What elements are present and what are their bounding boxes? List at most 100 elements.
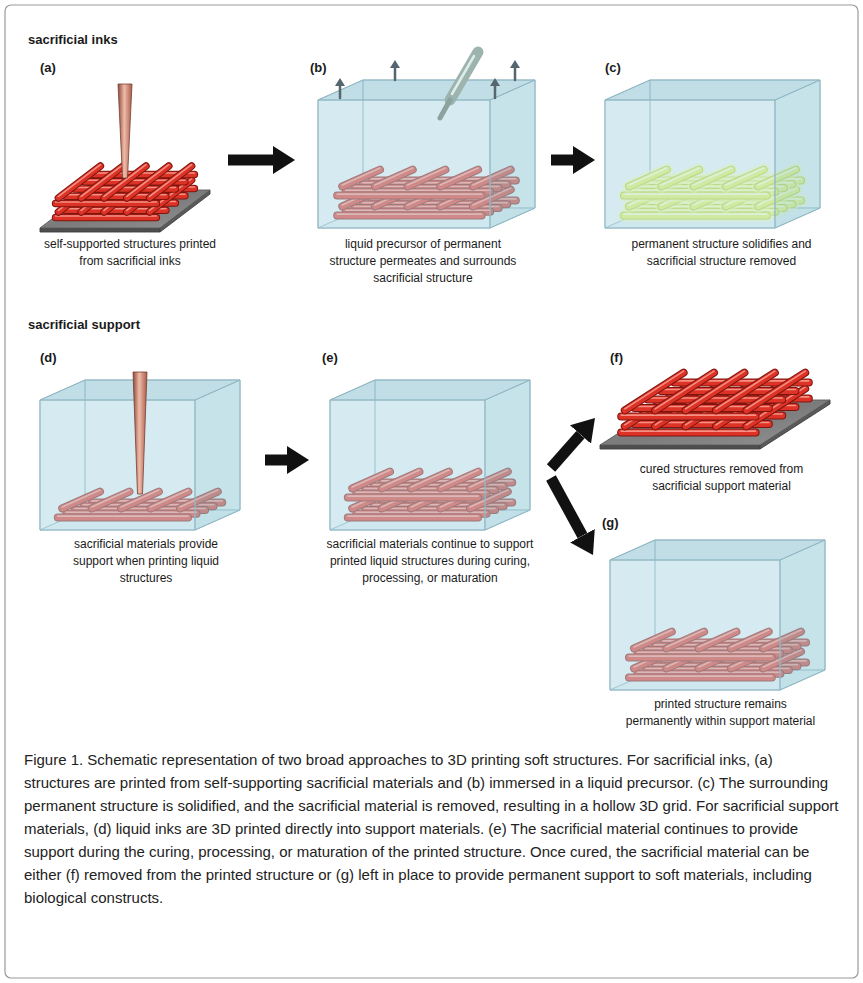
support-bath-front xyxy=(605,100,775,228)
rod-outline xyxy=(716,373,775,411)
rod-highlight xyxy=(150,165,192,197)
print-nozzle xyxy=(118,84,132,178)
printed-rod xyxy=(81,166,123,198)
rod-highlight xyxy=(621,414,755,416)
support-bath-front xyxy=(40,400,195,530)
support-bath-front xyxy=(318,100,490,228)
support-bath-side xyxy=(490,80,535,228)
rod-outline xyxy=(58,166,100,198)
scene-removed xyxy=(600,371,830,449)
panel: (e) sacrificial materials continue to sup… xyxy=(312,350,548,587)
scene-retained xyxy=(610,540,825,690)
printed-rod xyxy=(621,414,755,420)
rise-arrow xyxy=(394,67,397,80)
panel-letter: (f) xyxy=(598,350,845,366)
panel: (f) cured structures removed from sacrifi… xyxy=(598,350,845,495)
support-bath-top xyxy=(330,380,530,400)
printed-rod xyxy=(625,373,684,411)
support-bath-top xyxy=(605,80,820,100)
panel-letter: (e) xyxy=(312,350,548,366)
panel-caption: printed structure remains permanently wi… xyxy=(623,696,818,730)
pipette-body xyxy=(450,52,478,100)
panel-caption: sacrificial materials continue to suppor… xyxy=(323,536,538,587)
rise-arrowhead xyxy=(335,78,345,86)
rod-outline xyxy=(686,373,745,411)
support-bath-side xyxy=(780,540,825,690)
rod-outline xyxy=(655,373,714,411)
panel-letter: (d) xyxy=(30,350,262,366)
printed-rod xyxy=(127,166,169,198)
support-bath-side xyxy=(775,80,820,228)
rod-outline xyxy=(625,373,684,411)
panel-caption: liquid precursor of permanent structure … xyxy=(323,236,523,287)
process-arrow xyxy=(551,478,582,536)
panel: (d) sacrificial materials provide support… xyxy=(30,350,262,587)
support-bath-side xyxy=(195,380,240,530)
section-heading: sacrificial support xyxy=(28,317,140,333)
panel-caption: sacrificial materials provide support wh… xyxy=(71,536,221,587)
support-bath-side xyxy=(485,380,530,530)
support-bath-top xyxy=(610,540,825,560)
process-arrow xyxy=(265,455,287,466)
rise-arrow xyxy=(339,85,342,98)
printed-rod xyxy=(150,166,192,198)
rod-outline xyxy=(621,429,755,437)
rise-arrowhead xyxy=(390,60,400,68)
process-arrow xyxy=(551,155,573,166)
rod-highlight xyxy=(621,430,755,432)
panel-letter: (g) xyxy=(596,515,845,531)
support-bath-front xyxy=(330,400,485,530)
panel: (c) permanent structure solidifies and sa… xyxy=(598,60,845,270)
printed-rod xyxy=(686,373,745,411)
panel: (a) self-supported structures printed fro… xyxy=(35,60,225,270)
figure-frame xyxy=(5,5,858,978)
printed-rod xyxy=(621,430,755,436)
rod-highlight xyxy=(716,371,775,409)
rod-outline xyxy=(746,373,805,411)
scene-infiltrate xyxy=(318,52,535,228)
scene-curing xyxy=(330,380,530,530)
printed-rod xyxy=(58,166,100,198)
rise-arrow xyxy=(494,85,497,98)
scene-embedded-print xyxy=(40,372,240,530)
printed-rod xyxy=(746,373,805,411)
rod-outline xyxy=(621,413,755,421)
panel: (g) printed structure remains permanently… xyxy=(596,515,845,730)
scene-solidified xyxy=(605,80,820,228)
panel-caption: self-supported structures printed from s… xyxy=(40,236,220,270)
rod-highlight xyxy=(655,371,714,409)
panel-letter: (c) xyxy=(598,60,845,76)
plate-edge xyxy=(40,228,160,232)
rod-highlight xyxy=(746,371,805,409)
plate-edge xyxy=(600,445,760,449)
printed-rod xyxy=(655,373,714,411)
process-arrow xyxy=(551,435,580,468)
rise-arrowhead xyxy=(490,78,500,86)
rod-highlight xyxy=(686,371,745,409)
pipette-highlight xyxy=(452,56,474,94)
rod-highlight xyxy=(56,201,157,203)
figure-caption: Figure 1. Schematic representation of tw… xyxy=(24,748,839,909)
panel: (b) liquid precursor of permanent structu… xyxy=(298,60,548,287)
printed-rod xyxy=(56,215,157,221)
rise-arrow xyxy=(514,67,517,80)
panel-caption: cured structures removed from sacrificia… xyxy=(637,461,807,495)
support-bath-front xyxy=(610,560,780,690)
section-heading: sacrificial inks xyxy=(28,32,118,48)
print-nozzle xyxy=(133,372,147,494)
rod-outline xyxy=(81,166,123,198)
rod-outline xyxy=(150,166,192,198)
rise-arrowhead xyxy=(510,60,520,68)
printed-rod xyxy=(716,373,775,411)
rod-outline xyxy=(127,166,169,198)
panel-letter: (b) xyxy=(298,60,548,76)
rod-highlight xyxy=(56,215,157,217)
rod-highlight xyxy=(625,371,684,409)
panel-caption: permanent structure solidifies and sacri… xyxy=(614,236,829,270)
process-arrow xyxy=(228,155,273,166)
pipette-tip xyxy=(440,100,450,118)
printed-rod xyxy=(56,201,157,207)
panel-letter: (a) xyxy=(35,60,225,76)
scene-print-sacrificial xyxy=(40,84,210,232)
support-bath-top xyxy=(318,80,535,100)
